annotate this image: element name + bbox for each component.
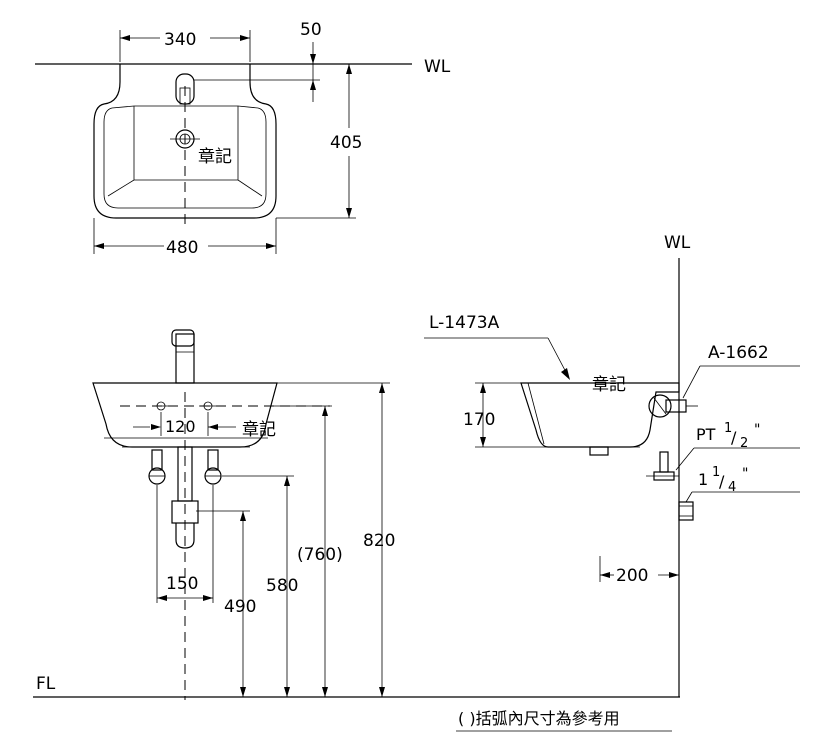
trap-den: 4 (728, 480, 736, 495)
p-trap-front (171, 446, 199, 549)
stamp-top: 章記 (198, 147, 232, 167)
supply-valve-left (148, 449, 166, 485)
pt-prefix: PT (696, 425, 716, 444)
pt-quote: " (754, 422, 760, 438)
dim-340: 340 (164, 30, 196, 50)
supply-valve-right (204, 449, 222, 485)
dim-480: 480 (166, 238, 198, 258)
dim-760: (760) (297, 545, 343, 565)
pt-den: 2 (740, 436, 748, 451)
dim-120: 120 (165, 417, 196, 436)
wl-label-side: WL (664, 233, 691, 253)
wall-bracket-side (648, 394, 698, 418)
dim-820: 820 (363, 531, 395, 551)
trap-slash: / (719, 472, 725, 491)
trap-quote: " (742, 466, 748, 482)
dim-170: 170 (463, 410, 495, 430)
basin-bowl-top (103, 105, 267, 209)
reference-note: ( )括弧內尺寸為參考用 (458, 709, 620, 728)
pt-num: 1 (724, 421, 732, 436)
model-fixture-label: A-1662 (708, 343, 769, 363)
side-view: WL L-1473A 章記 A-1662 (424, 233, 800, 697)
dim-50: 50 (300, 20, 322, 40)
dim-490: 490 (224, 597, 256, 617)
dim-405: 405 (330, 133, 362, 153)
trap-num: 1 (712, 465, 720, 480)
bowl-inner-floor (107, 179, 263, 197)
fl-label: FL (36, 674, 56, 694)
front-view: FL 120 章記 (33, 329, 680, 700)
dim-150: 150 (166, 574, 198, 594)
top-view: WL 章記 340 50 405 (35, 20, 451, 258)
pt-slash: / (731, 428, 737, 447)
dim-580: 580 (266, 576, 298, 596)
model-basin-label: L-1473A (429, 313, 500, 333)
trap-whole: 1 (698, 470, 708, 489)
trap-outlet-side (678, 501, 694, 521)
stamp-side: 章記 (592, 375, 626, 395)
dim-200: 200 (616, 566, 648, 586)
supply-valve-side (646, 451, 679, 481)
wl-label-top: WL (424, 57, 451, 77)
stamp-front: 章記 (242, 420, 276, 440)
faucet-front (171, 329, 195, 384)
drain-side (589, 446, 609, 456)
